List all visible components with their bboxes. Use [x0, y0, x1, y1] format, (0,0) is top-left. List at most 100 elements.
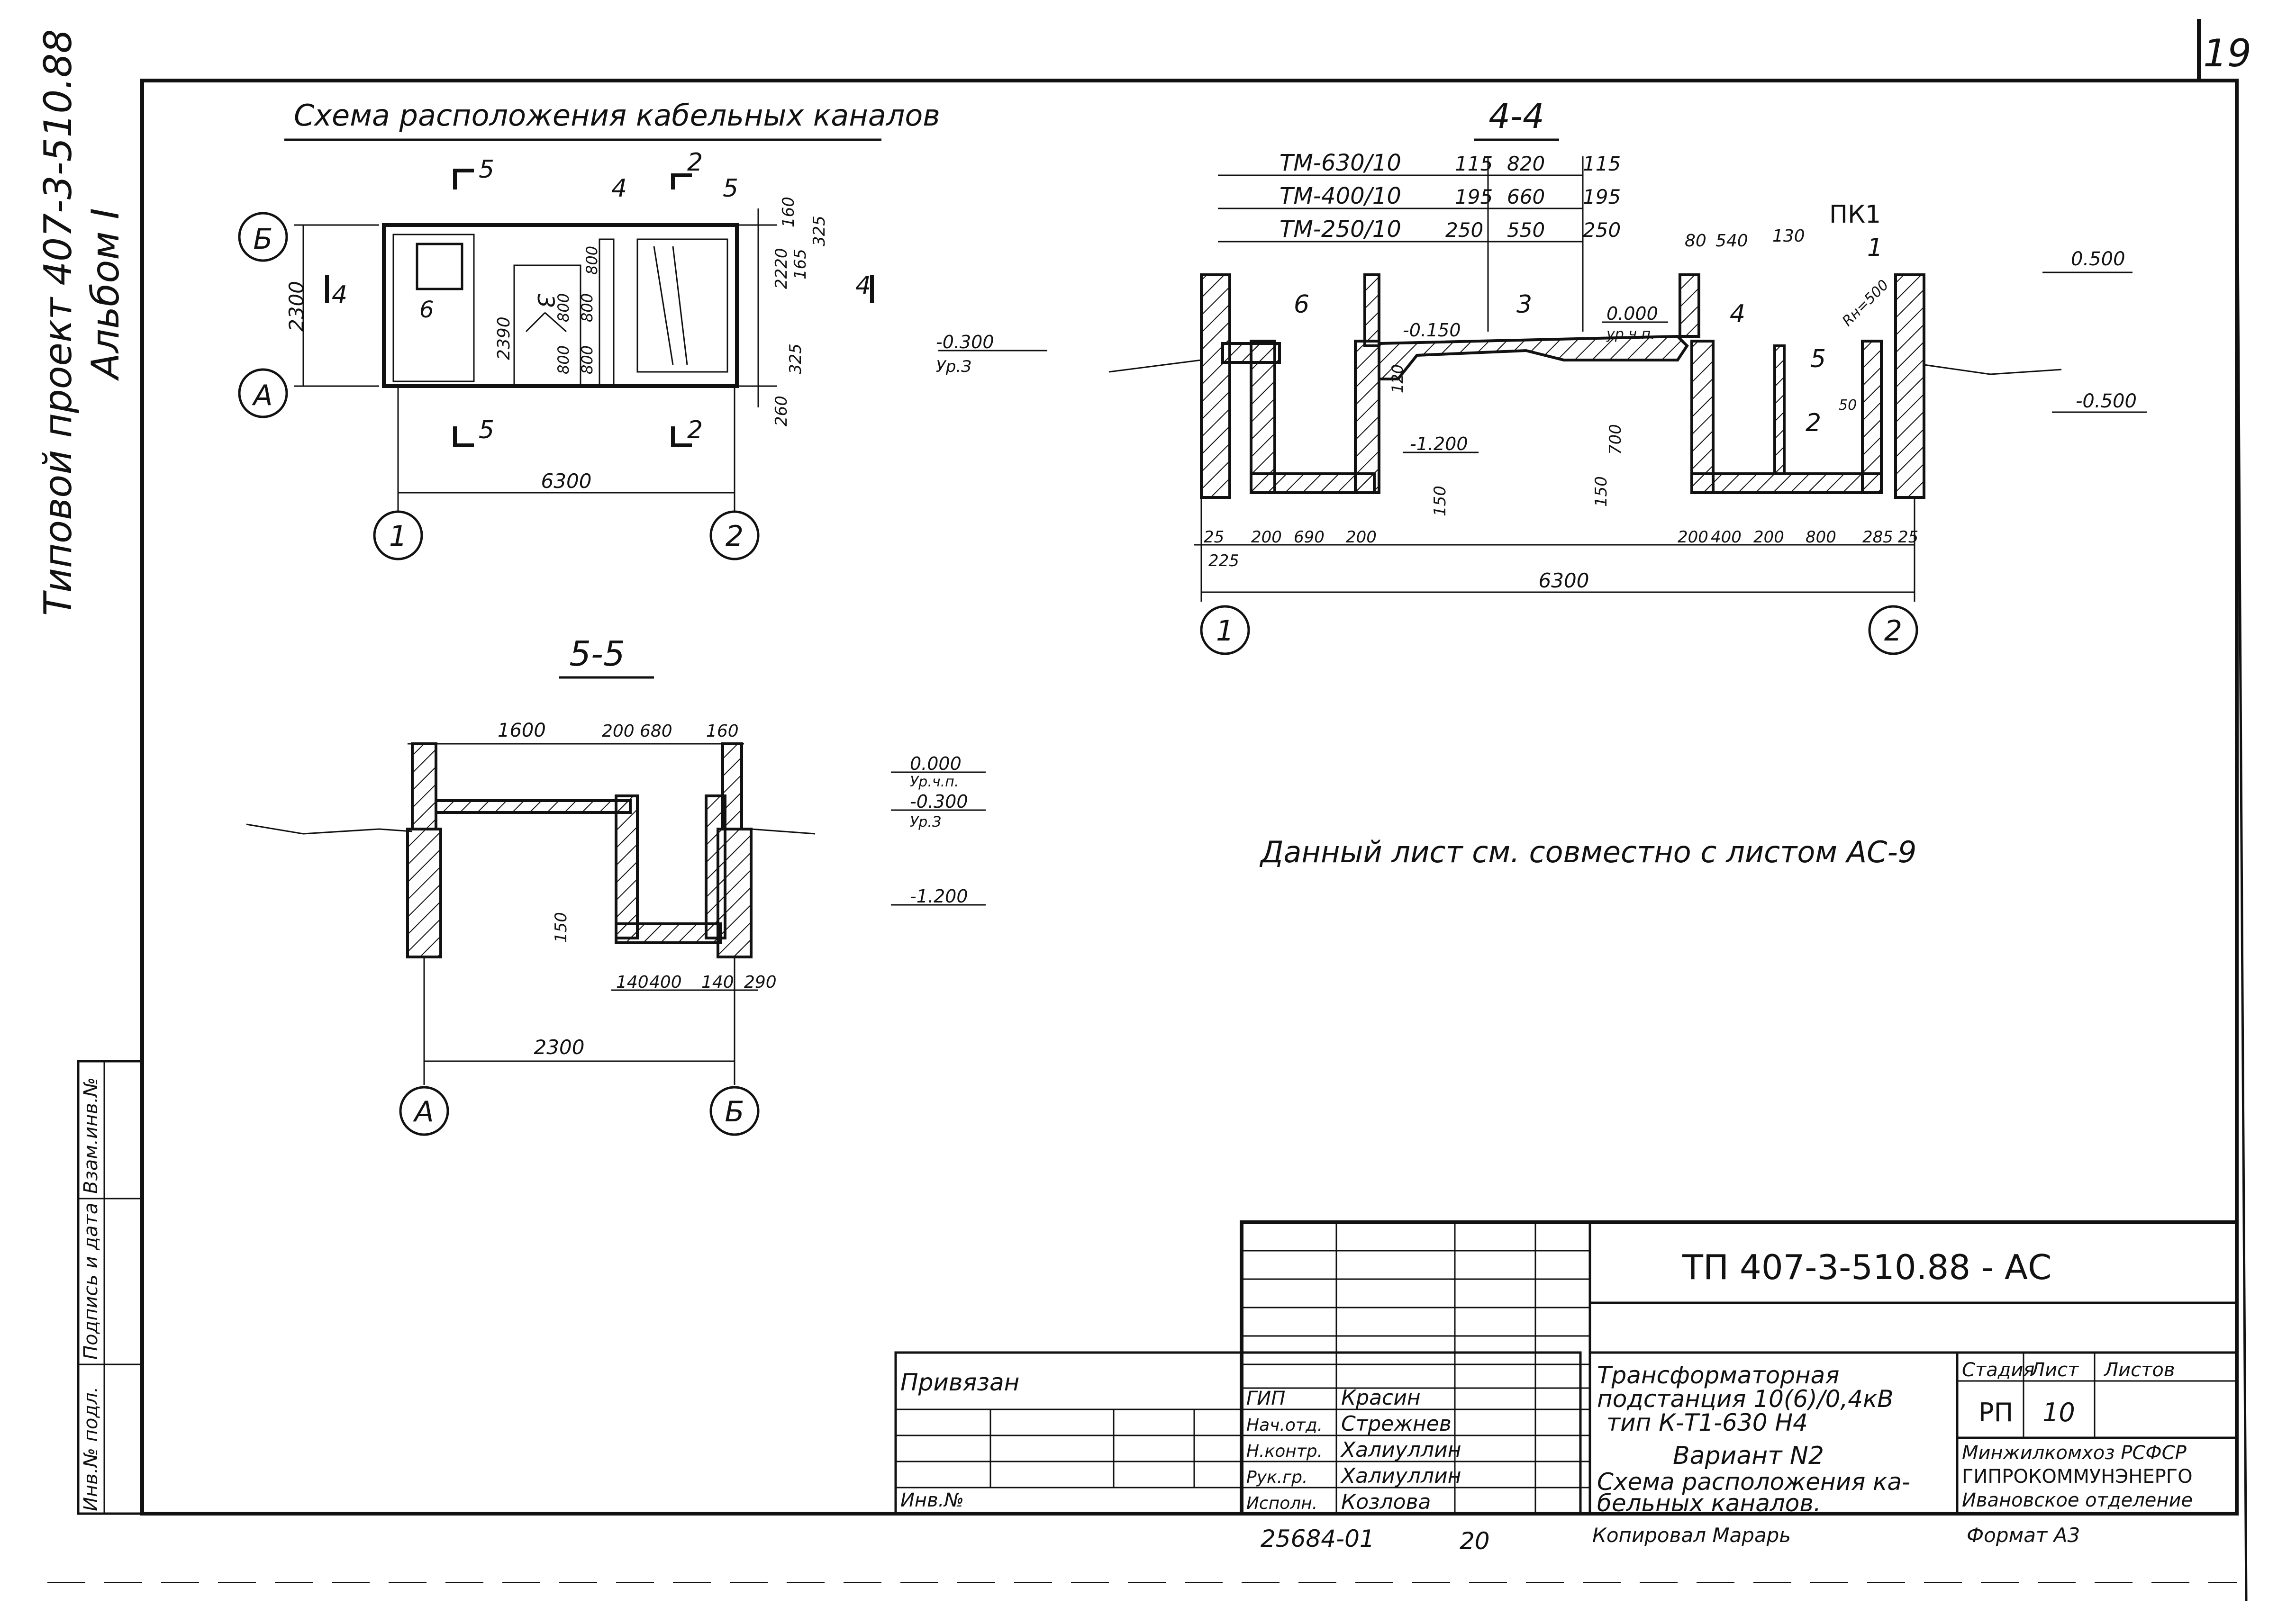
tm-row-2-name: ТМ-400/10 — [1280, 183, 1401, 209]
tb-hdr-sheet: Лист — [2030, 1359, 2079, 1381]
tm-row-2-b: 660 — [1507, 185, 1545, 208]
plan-title: Схема расположения кабельных каналов — [294, 98, 940, 133]
sidebar-project-label: Типовой проект 407-3-510.88 Альбом I — [36, 29, 127, 616]
page-number: 19 — [2203, 31, 2251, 75]
tb-inv: Инв.№ — [900, 1489, 964, 1511]
tm-table: ТМ-630/10 115 820 115 ТМ-400/10 195 660 … — [1218, 150, 1621, 332]
tb-role-1: ГИП — [1246, 1388, 1285, 1409]
sec44-bdim-6: 400 — [1711, 528, 1742, 547]
tm-row-3-b: 550 — [1507, 218, 1545, 242]
sidebar-project: Типовой проект 407-3-510.88 — [36, 29, 80, 616]
plan-cut-2a: 2 — [687, 148, 703, 177]
sec44-n5: 5 — [1810, 345, 1826, 373]
sec55-bdim-2: 400 — [649, 973, 682, 992]
tm-row-1-name: ТМ-630/10 — [1280, 150, 1401, 176]
plan-dim-2390: 2390 — [494, 316, 514, 360]
lvl-upz: Ур.З — [936, 357, 971, 376]
plan-cut-5b: 5 — [479, 416, 494, 444]
title-block: ТП 407-3-510.88 - АС Привязан Инв.№ ГИП … — [894, 1220, 2239, 1555]
sec55-tdim-4: 160 — [706, 722, 739, 741]
tb-name-3: Халиуллин — [1340, 1438, 1461, 1462]
sec55-tdim-3: 680 — [640, 722, 672, 741]
sec55-lvl-ucp: Ур.ч.п. — [910, 774, 959, 790]
plan-axis-a: А — [251, 379, 272, 412]
tb-sheet: 10 — [2042, 1398, 2075, 1427]
tb-org-2: ГИПРОКОММУНЭНЕРГО — [1962, 1466, 2193, 1488]
sidebar-album: Альбом I — [83, 208, 127, 381]
sec44-bdim-8: 800 — [1806, 528, 1836, 547]
tb-stage: РП — [1978, 1398, 2013, 1427]
plan-cut-2b: 2 — [687, 416, 703, 444]
plan-dim-165: 165 — [791, 249, 810, 280]
plan-dim-800b: 800 — [578, 345, 596, 374]
lvl-0500b: -0.500 — [2076, 390, 2137, 412]
section44-dim-6300: 6300 — [1539, 569, 1589, 592]
plan-dim-800d: 800 — [578, 293, 596, 322]
plan-dim-2300: 2300 — [285, 281, 308, 332]
tb-name-1: Красин — [1341, 1386, 1421, 1410]
tb-org-1: Минжилкомхоз РСФСР — [1962, 1442, 2187, 1464]
tm-row-3-name: ТМ-250/10 — [1280, 216, 1401, 243]
tm-row-2-c: 195 — [1583, 185, 1621, 208]
sec55-bdim-4: 290 — [744, 973, 777, 992]
stamp-podpis: Подпись и дата — [80, 1203, 102, 1360]
tb-archive-page: 20 — [1460, 1527, 1490, 1555]
note-text: Данный лист см. совместно с листом АС-9 — [1259, 835, 1916, 869]
tb-object-3: тип К-Т1-630 Н4 — [1606, 1409, 1808, 1436]
plan-dim-325a: 325 — [810, 216, 829, 246]
sec55-axis-b: Б — [725, 1095, 744, 1128]
sec55-axis-a: А — [412, 1095, 434, 1128]
plan-drawing: Схема расположения кабельных каналов Б А… — [238, 98, 940, 560]
plan-dim-160: 160 — [779, 197, 798, 227]
section44-axis-1: 1 — [1216, 614, 1234, 648]
sec44-bdim-3: 690 — [1294, 528, 1325, 547]
sec55-dim-2300: 2300 — [534, 1036, 585, 1059]
sec44-bdim-4: 200 — [1346, 528, 1377, 547]
stamp-vzam: Взам.инв.№ — [80, 1077, 102, 1194]
sec44-top-dim-3: 130 — [1772, 226, 1805, 246]
section44-axis-2: 2 — [1884, 614, 1902, 648]
tb-role-5: Исполн. — [1246, 1494, 1317, 1513]
tb-sheet-title-2: Схема расположения ка- — [1597, 1468, 1910, 1496]
label-r: Rн=500 — [1839, 277, 1892, 330]
plan-mark-5: 5 — [723, 174, 738, 203]
tb-name-5: Козлова — [1341, 1490, 1431, 1514]
tb-sheet-title-1: Вариант N2 — [1673, 1442, 1824, 1470]
tb-name-4: Халиуллин — [1340, 1464, 1461, 1488]
plan-dim-800e: 800 — [583, 246, 601, 275]
stamp-inv: Инв.№ подл. — [80, 1387, 102, 1511]
plan-dim-6300: 6300 — [541, 469, 592, 493]
tb-copied: Копировал Марарь — [1592, 1524, 1791, 1547]
sec44-n3: 3 — [1516, 290, 1532, 319]
sec44-n700: 700 — [1606, 424, 1625, 455]
sec55-lvl-1200: -1.200 — [910, 886, 968, 907]
lvl-ucp: ур.ч.п. — [1606, 326, 1655, 343]
section-5-5: 5-5 1600 200 680 160 0.000 Ур.ч.п. -0.30… — [246, 634, 986, 1136]
sec55-lvl-0000: 0.000 — [910, 753, 962, 774]
sec55-dim-150: 150 — [552, 912, 571, 943]
tb-privyazan: Привязан — [900, 1369, 1019, 1396]
plan-cut-4b: 4 — [855, 271, 871, 300]
section44-title: 4-4 — [1488, 96, 1544, 136]
tb-role-2: Нач.отд. — [1246, 1416, 1323, 1435]
plan-mark-6: 6 — [419, 297, 434, 323]
sec44-bdim-5: 200 — [1678, 528, 1708, 547]
sec55-tdim-2: 200 — [602, 722, 635, 741]
sec44-n50: 50 — [1839, 397, 1857, 414]
drawing-code: ТП 407-3-510.88 - АС — [1682, 1247, 2051, 1287]
lvl-0300: -0.300 — [936, 332, 994, 352]
plan-mark-4: 4 — [611, 174, 627, 203]
section55-title: 5-5 — [569, 634, 625, 674]
tm-row-1-b: 820 — [1507, 152, 1545, 175]
sec44-n2: 2 — [1806, 409, 1821, 437]
plan-dim-800c: 800 — [554, 293, 572, 322]
sec44-n120: 120 — [1388, 364, 1407, 393]
sec44-n6: 6 — [1294, 290, 1309, 319]
sec55-bdim-3: 140 — [701, 973, 734, 992]
tb-hdr-stage: Стадия — [1962, 1359, 2034, 1381]
tm-row-1-c: 115 — [1583, 152, 1621, 175]
tb-sheet-title-3: бельных каналов. — [1597, 1489, 1821, 1517]
plan-dim-260: 260 — [772, 396, 791, 426]
